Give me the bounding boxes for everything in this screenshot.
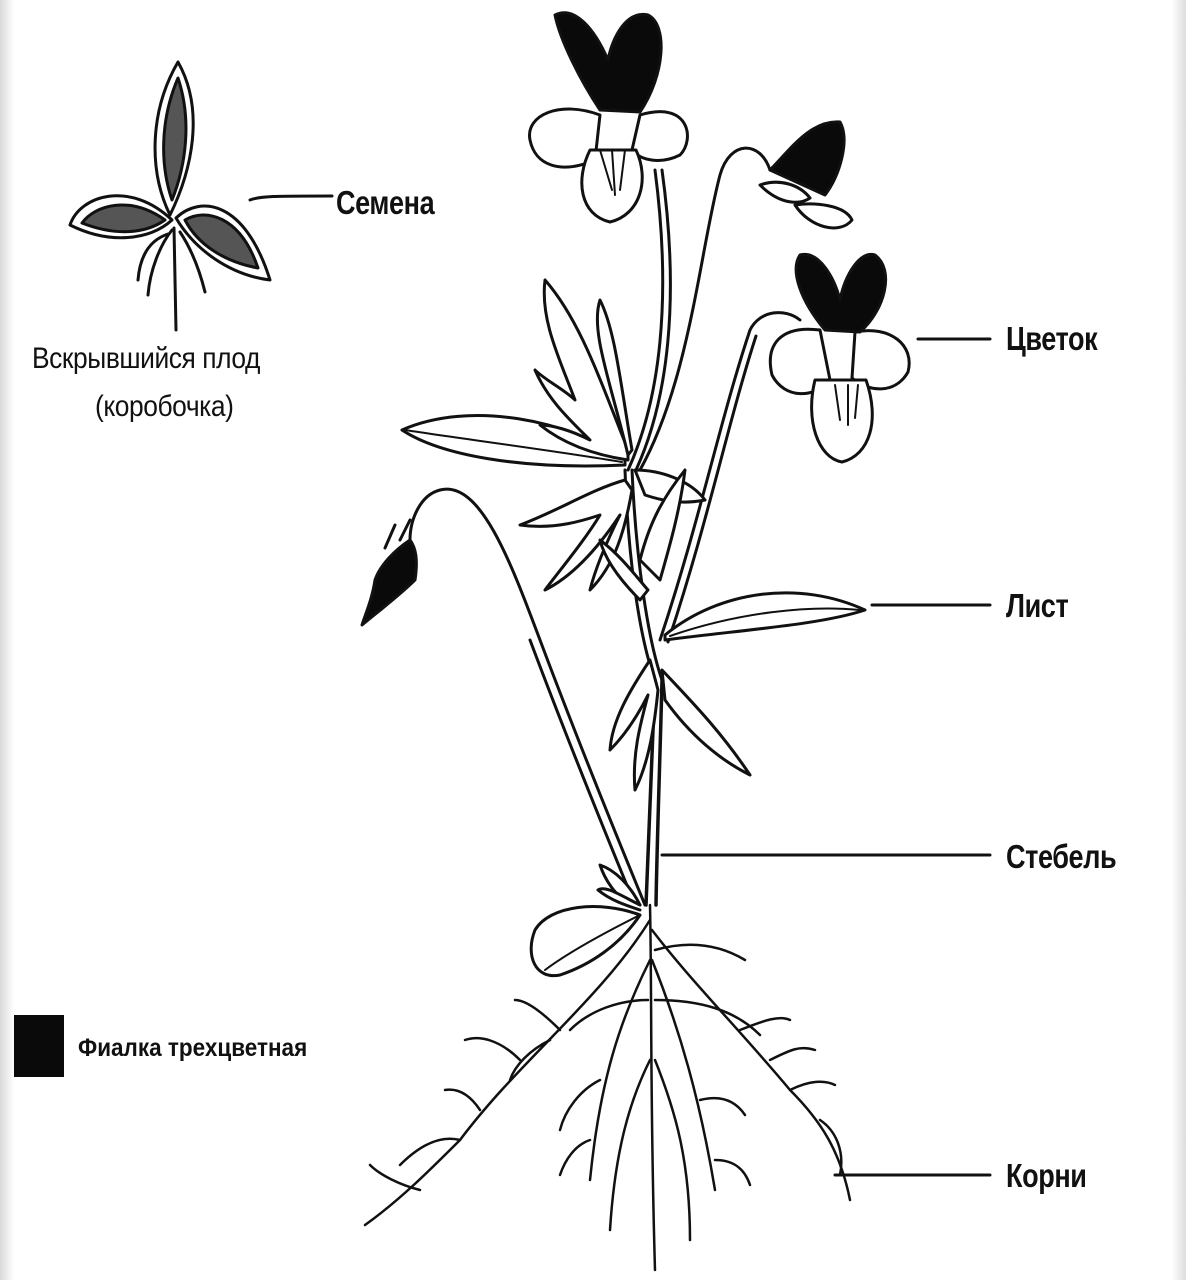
stem-label: Стебель — [1006, 838, 1116, 876]
flower-2 — [760, 122, 852, 228]
flower-label: Цветок — [1006, 320, 1097, 358]
roots — [365, 905, 850, 1270]
roots-label: Корни — [1006, 1157, 1087, 1195]
fruit-capsule — [70, 62, 270, 330]
fruit-label-line1: Вскрывшийся плод — [32, 342, 260, 376]
seeds-label: Семена — [336, 184, 434, 222]
leaf-right — [665, 593, 865, 640]
leaf-label: Лист — [1006, 587, 1068, 625]
flower-stalk-1 — [628, 170, 663, 470]
legend-text: Фиалка трехцветная — [78, 1034, 307, 1063]
legend-swatch — [14, 1015, 64, 1077]
fruit-label-line2: (коробочка) — [95, 390, 233, 424]
drooping-bud — [362, 520, 416, 625]
seeds-leader — [250, 196, 332, 200]
flower-3 — [770, 254, 909, 462]
